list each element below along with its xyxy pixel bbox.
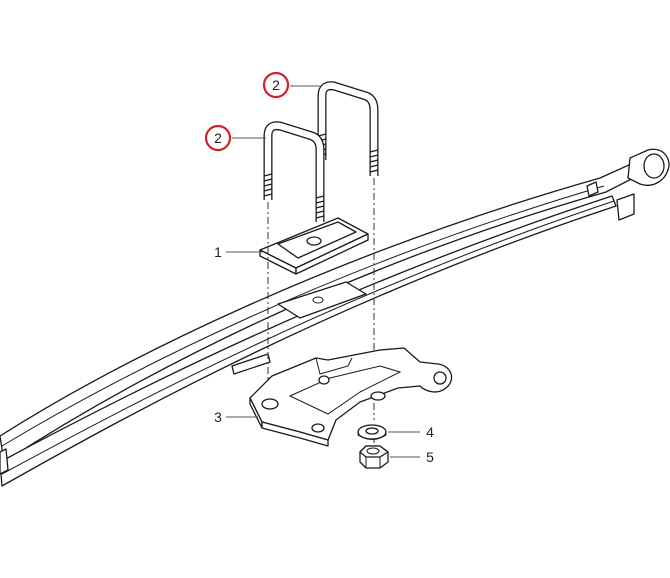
callout-label: 1: [214, 244, 222, 260]
spring-seat-plate: [249, 347, 453, 447]
callout-label: 5: [426, 449, 434, 465]
u-bolt-front: [263, 121, 325, 222]
callout-label: 3: [214, 409, 222, 425]
top-plate: [259, 217, 369, 275]
spring-center-block: [231, 281, 367, 375]
callout-4[interactable]: 4: [388, 424, 434, 440]
rebound-clip: [586, 181, 635, 221]
u-bolt-rear: [317, 81, 379, 176]
u-bolt-front-threads: [263, 173, 325, 219]
callout-highlight-ring: [204, 124, 232, 152]
callout-label: 2: [272, 77, 280, 93]
spring-eye: [627, 148, 670, 186]
callout-3[interactable]: 3: [214, 409, 258, 425]
callout-highlight-ring: [262, 71, 290, 99]
left-end-clip: [0, 448, 9, 475]
callout-label: 4: [426, 424, 434, 440]
washer: [357, 424, 387, 440]
callout-2-front[interactable]: 2: [204, 124, 266, 152]
u-bolt-rear-threads: [317, 133, 379, 173]
callout-5[interactable]: 5: [390, 449, 434, 465]
leaf-spring: [0, 148, 670, 487]
callout-1[interactable]: 1: [214, 244, 262, 260]
nut: [359, 445, 389, 469]
callout-label: 2: [214, 130, 222, 146]
callout-2-rear[interactable]: 2: [262, 71, 320, 99]
